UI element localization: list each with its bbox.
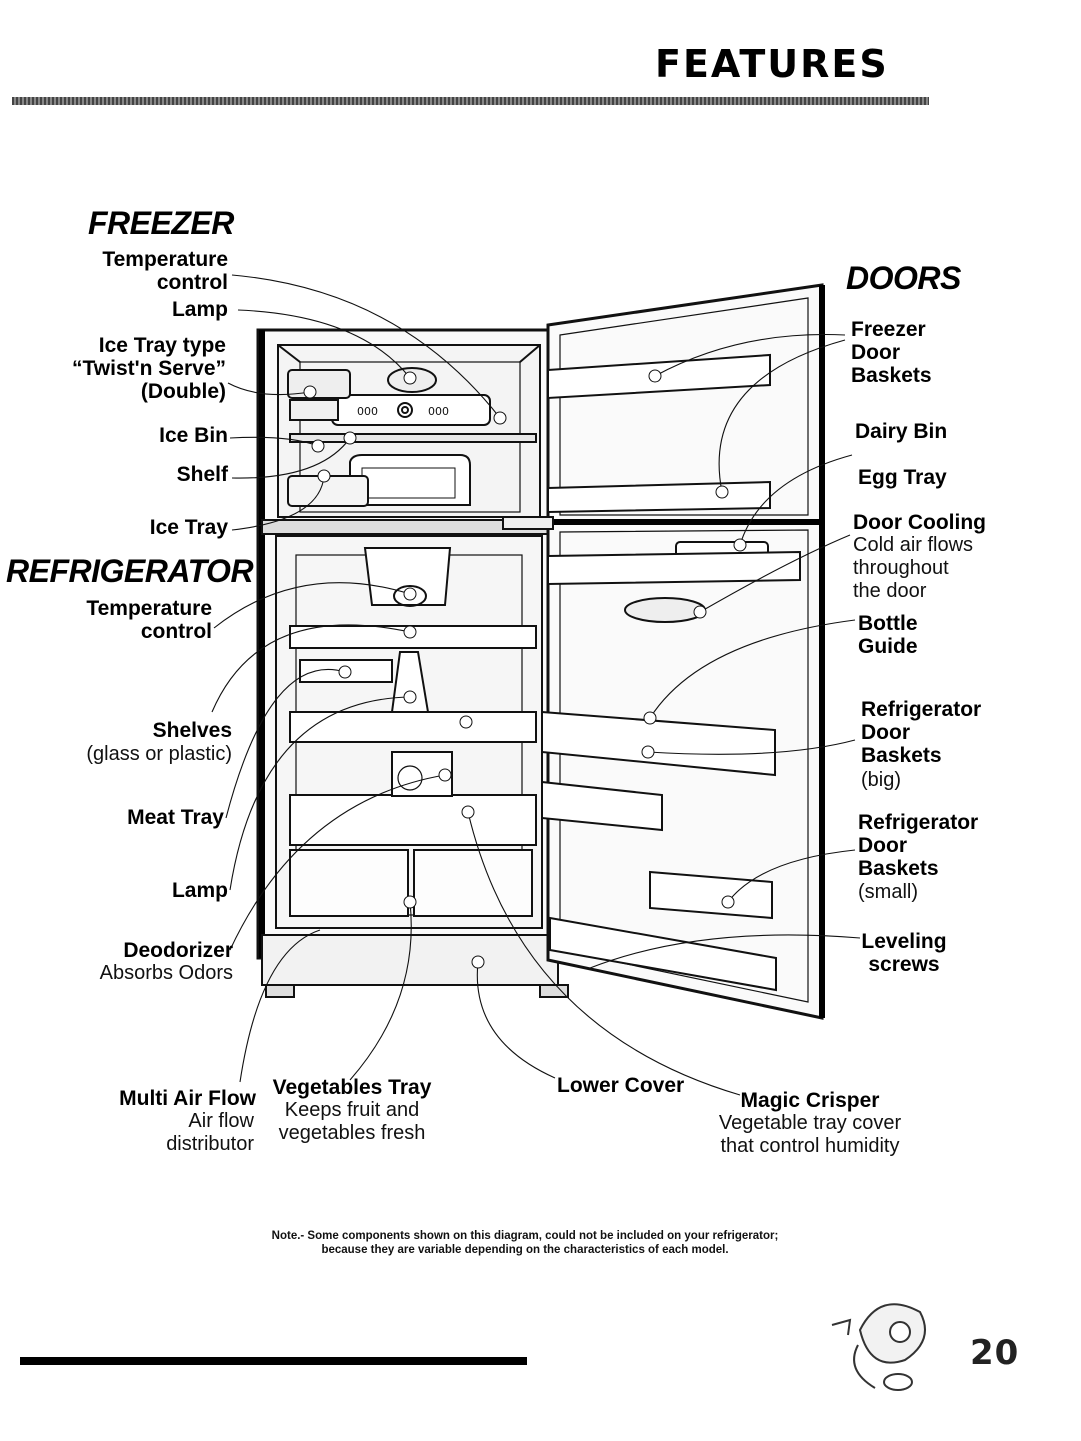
label-ref-door-baskets-small: Refrigerator Door Baskets bbox=[858, 811, 979, 880]
chef-mascot-icon bbox=[831, 1303, 926, 1391]
section-doors: DOORS bbox=[846, 260, 961, 296]
label-leveling-screws: Leveling screws bbox=[861, 930, 947, 976]
label-vegetables-tray-note: Keeps fruit and vegetables fresh bbox=[278, 1099, 426, 1144]
ref-door-basket-small bbox=[649, 870, 773, 920]
ref-door-basket-big bbox=[541, 710, 776, 777]
ice-tray-twist bbox=[287, 369, 351, 399]
label-multi-air-flow-note: Air flow distributor bbox=[166, 1110, 254, 1155]
fridge-shelf-2 bbox=[289, 711, 537, 743]
label-multi-air-flow: Multi Air Flow bbox=[119, 1087, 256, 1110]
fridge-shelf-3 bbox=[289, 794, 537, 846]
label-dairy-bin: Dairy Bin bbox=[855, 420, 948, 443]
section-refrigerator: REFRIGERATOR bbox=[6, 553, 254, 589]
label-ice-tray: Ice Tray bbox=[149, 516, 228, 539]
note-line-2: because they are variable depending on t… bbox=[321, 1244, 729, 1256]
leader-dots bbox=[303, 369, 747, 969]
footer-rule bbox=[20, 1357, 527, 1365]
freezer-door-basket-2 bbox=[547, 480, 771, 514]
label-ref-door-baskets-big-note: (big) bbox=[861, 769, 902, 791]
door-cooling-fan bbox=[624, 597, 706, 623]
page-number: 20 bbox=[970, 1333, 1020, 1373]
section-freezer: FREEZER bbox=[88, 205, 234, 241]
fridge-control-panel bbox=[363, 547, 452, 606]
veg-drawer-left bbox=[289, 849, 409, 917]
freezer-door bbox=[559, 297, 809, 516]
label-ref-door-baskets-big: Refrigerator Door Baskets bbox=[861, 698, 982, 767]
label-shelves: Shelves bbox=[152, 719, 232, 742]
label-ice-tray-type: Ice Tray type “Twist'n Serve” (Double) bbox=[72, 334, 226, 403]
ref-door-basket-mid bbox=[541, 780, 663, 832]
label-freezer-lamp: Lamp bbox=[171, 298, 228, 321]
veg-drawer-right bbox=[413, 849, 533, 917]
label-egg-tray: Egg Tray bbox=[858, 466, 947, 489]
hinge bbox=[502, 516, 554, 530]
leveling-basket bbox=[549, 916, 777, 992]
label-shelves-note: (glass or plastic) bbox=[86, 743, 232, 765]
label-meat-tray: Meat Tray bbox=[127, 806, 224, 829]
label-shelf: Shelf bbox=[176, 463, 228, 486]
label-magic-crisper: Magic Crisper bbox=[740, 1089, 880, 1112]
label-deodorizer: Deodorizer bbox=[123, 939, 233, 962]
label-freezer-door-baskets: Freezer Door Baskets bbox=[851, 318, 932, 387]
label-magic-crisper-note: Vegetable tray cover that control humidi… bbox=[718, 1112, 902, 1157]
label-ref-door-baskets-small-note: (small) bbox=[858, 881, 918, 903]
label-fridge-lamp: Lamp bbox=[171, 879, 228, 902]
label-fridge-temp-control: Temperature control bbox=[86, 597, 212, 643]
lower-cover bbox=[261, 934, 559, 986]
label-door-cooling: Door Cooling bbox=[853, 511, 986, 534]
header-rule bbox=[12, 97, 929, 105]
disclaimer-note: Note.- Some components shown on this dia… bbox=[0, 1229, 1050, 1257]
label-ice-bin: Ice Bin bbox=[159, 424, 228, 447]
label-deodorizer-note: Absorbs Odors bbox=[99, 962, 233, 984]
label-door-cooling-note: Cold air flows throughout the door bbox=[853, 534, 974, 602]
freezer-shelf bbox=[289, 433, 537, 443]
label-bottle-guide: Bottle Guide bbox=[858, 612, 918, 658]
svg-text:000: 000 bbox=[428, 405, 449, 418]
dairy-bin bbox=[547, 550, 801, 586]
svg-text:000: 000 bbox=[357, 405, 378, 418]
label-freezer-temp-control: Temperature control bbox=[102, 248, 228, 294]
label-vegetables-tray: Vegetables Tray bbox=[272, 1076, 432, 1099]
page-title: FEATURES bbox=[655, 42, 889, 86]
label-lower-cover: Lower Cover bbox=[557, 1074, 685, 1097]
note-line-1: Note.- Some components shown on this dia… bbox=[271, 1230, 779, 1242]
